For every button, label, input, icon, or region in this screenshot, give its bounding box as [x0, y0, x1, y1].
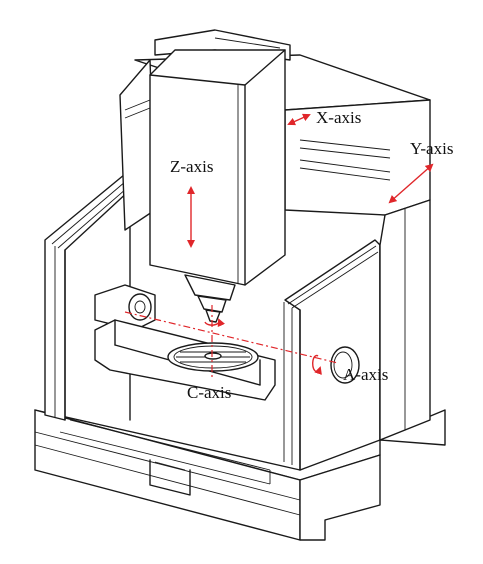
a-axis-label: A-axis	[343, 365, 388, 384]
a-axis-rotation-icon	[311, 354, 322, 375]
c-axis-rotation-icon	[204, 318, 226, 328]
right-wall	[283, 239, 381, 471]
axis-arrows	[124, 113, 434, 378]
machine-base	[34, 409, 446, 541]
y-axis-label: Y-axis	[410, 139, 453, 158]
a-axis-centerline	[124, 311, 339, 364]
y-axis-arrow	[388, 163, 434, 204]
c-axis-label: C-axis	[187, 383, 231, 402]
trunnion-cradle	[94, 284, 360, 401]
z-axis-label: Z-axis	[170, 157, 213, 176]
x-axis-label: X-axis	[316, 108, 361, 127]
gantry-frame	[119, 29, 431, 441]
x-axis-arrow	[287, 113, 311, 126]
spindle-head	[149, 49, 286, 323]
